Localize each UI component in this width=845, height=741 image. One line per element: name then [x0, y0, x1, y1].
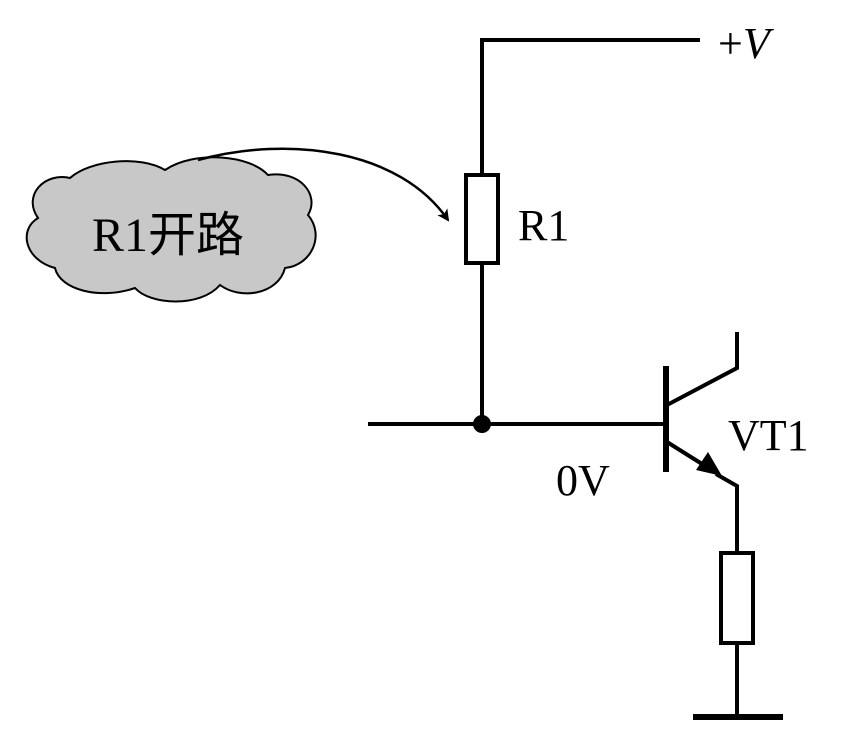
resistor-r1-label: R1 [518, 201, 569, 250]
emitter-arrow-icon [696, 452, 722, 476]
supply-rail: +V [480, 19, 775, 175]
transistor-vt1: VT1 [663, 332, 809, 553]
base-voltage-label: 0V [556, 456, 610, 505]
transistor-collector [666, 332, 739, 407]
transistor-label: VT1 [728, 411, 809, 460]
base-network: 0V [368, 263, 664, 505]
emitter-resistor-body [719, 551, 755, 645]
emitter-wire [715, 472, 739, 553]
resistor-r1: R1 [464, 173, 569, 265]
emitter-resistor [693, 551, 783, 720]
supply-label-sign: + [718, 19, 743, 68]
supply-label-var: V [743, 19, 775, 68]
junction-dot [473, 415, 491, 433]
fault-callout: R1开路 [25, 147, 450, 303]
resistor-r1-body [464, 173, 500, 265]
callout-arrow [197, 147, 450, 222]
supply-label: +V [718, 19, 775, 68]
callout-text: R1开路 [92, 209, 244, 262]
